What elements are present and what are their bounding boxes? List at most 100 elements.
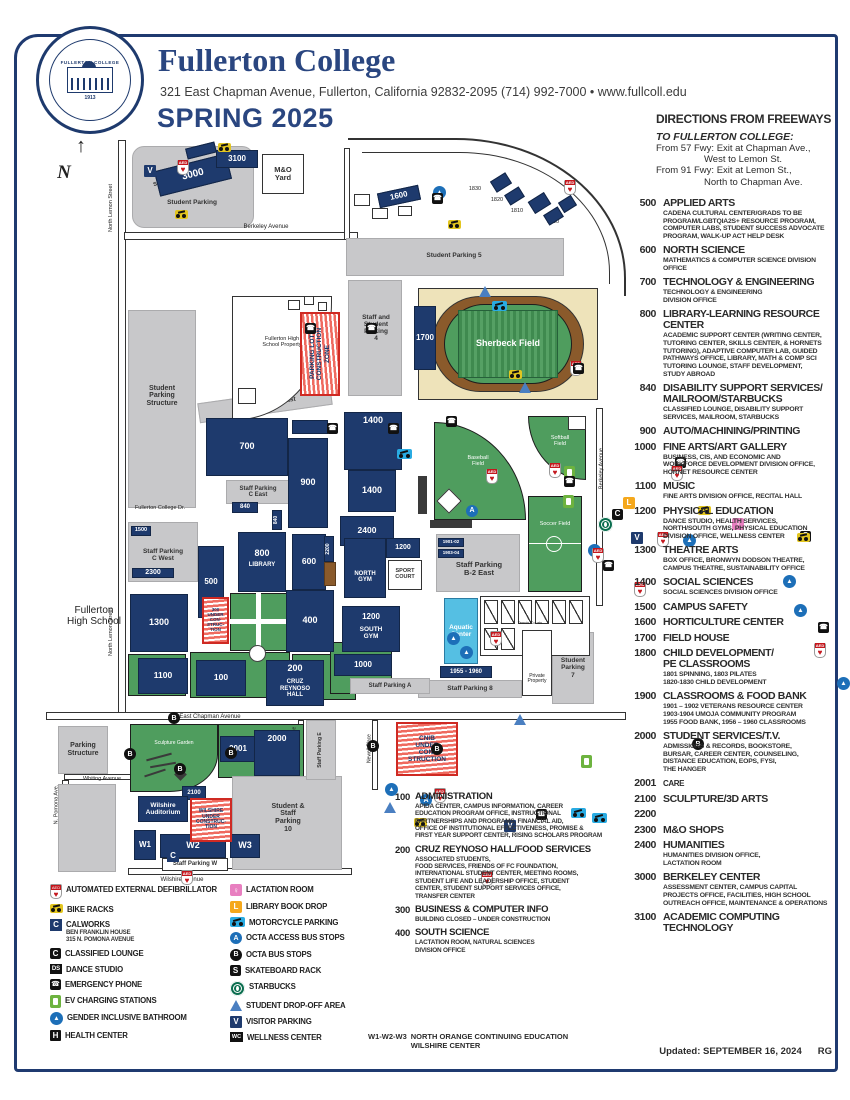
aed-icon bbox=[549, 462, 561, 478]
parking-structure-south: Parking Structure bbox=[58, 726, 108, 774]
note-number: 300 bbox=[395, 904, 410, 916]
directory-number: 2400 bbox=[634, 839, 656, 852]
wc-icon bbox=[230, 1032, 243, 1043]
note-name: SOUTH SCIENCE bbox=[415, 927, 490, 939]
directory-detail: ADMISSIONS & RECORDS, BOOKSTORE, BURSAR,… bbox=[663, 742, 799, 774]
classified-lounge-icon bbox=[612, 508, 623, 520]
building-2300: 2300 bbox=[132, 568, 174, 578]
directory-name: TECHNOLOGY & ENGINEERING bbox=[663, 276, 815, 289]
octa-bus-stop-icon bbox=[174, 763, 186, 776]
legend-label: OCTA BUS STOPS bbox=[246, 949, 312, 959]
lactation-room-icon bbox=[732, 518, 744, 531]
softball-notch bbox=[568, 416, 586, 430]
legend-sublabel: BEN FRANKLIN HOUSE 315 N. POMONA AVENUE bbox=[66, 929, 135, 943]
directory-detail: SOCIAL SCIENCES DIVISION OFFICE bbox=[663, 589, 778, 597]
directory-number: 1800 bbox=[634, 647, 656, 660]
berkeley-avenue-label: Berkeley Avenue bbox=[243, 224, 289, 231]
gender-inclusive-bathroom-icon bbox=[385, 782, 398, 796]
building-1200-north-wing: 1200 bbox=[386, 538, 420, 558]
label-1820: 1820 bbox=[490, 197, 504, 204]
quad-path-v bbox=[256, 593, 261, 651]
directory-name: AUTO/MACHINING/PRINTING bbox=[663, 425, 801, 438]
private-property bbox=[522, 630, 552, 696]
building-200-label: 200 bbox=[287, 663, 303, 674]
building-1200-south-gym bbox=[342, 606, 400, 652]
emergency-phone-icon bbox=[327, 423, 338, 434]
emergency-phone-icon bbox=[536, 808, 547, 820]
emergency-phone-icon bbox=[446, 416, 457, 427]
directory-entry-2200: 2200 bbox=[626, 809, 836, 820]
legend-item: WELLNESS CENTER bbox=[230, 1032, 388, 1043]
college-seal-inner: FULLERTON COLLEGE 1913 bbox=[49, 39, 131, 121]
ds-icon bbox=[50, 963, 62, 974]
directions-line: West to Lemon St. bbox=[704, 154, 782, 166]
legend-label: STARBUCKS bbox=[249, 981, 296, 991]
aed-icon bbox=[486, 468, 498, 484]
building-300-construction: 300 UNDER CON- STRUC- TION bbox=[202, 597, 229, 644]
directory-name: CHILD DEVELOPMENT/ PE CLASSROOMS bbox=[663, 647, 774, 671]
north-gym-label: NORTH GYM bbox=[354, 570, 376, 583]
legend-item: LACTATION ROOM bbox=[230, 884, 388, 896]
directory-name: M&O SHOPS bbox=[663, 823, 724, 836]
directory-name: HUMANITIES bbox=[663, 839, 725, 852]
aed-icon bbox=[50, 884, 62, 899]
directory-number: 500 bbox=[639, 196, 657, 209]
octa-bus-stop-icon bbox=[367, 740, 379, 753]
bike-racks-icon bbox=[414, 817, 427, 827]
aed-icon bbox=[177, 159, 189, 175]
directory-number: 600 bbox=[639, 244, 657, 257]
directions-line: From 91 Fwy: Exit at Lemon St., bbox=[656, 165, 792, 177]
emergency-phone-icon bbox=[675, 457, 686, 468]
directions-line: North to Chapman Ave. bbox=[704, 176, 803, 188]
east-chapman-avenue-label: East Chapman Avenue bbox=[179, 713, 241, 720]
directory-number: 1500 bbox=[634, 600, 656, 613]
bike-racks-icon bbox=[509, 370, 522, 379]
directory-number: 1600 bbox=[634, 616, 656, 629]
emergency-phone-icon bbox=[366, 323, 377, 334]
aed-icon bbox=[814, 642, 826, 658]
fullerton-high-school-label: Fullerton High School bbox=[67, 605, 121, 627]
skate-icon bbox=[230, 965, 241, 977]
octa-bus-stop-icon bbox=[692, 738, 704, 751]
parking-structure-south-2 bbox=[58, 784, 116, 872]
directory-name: THEATRE ARTS bbox=[663, 544, 739, 557]
soccer-center-circle bbox=[546, 536, 562, 552]
student-dropoff-icon bbox=[519, 382, 531, 393]
note-name: ADMINISTRATION bbox=[415, 791, 493, 802]
staff-parking-a: Staff Parking A bbox=[350, 678, 430, 694]
student-dropoff-icon bbox=[514, 713, 526, 725]
soccer-center-line bbox=[529, 543, 581, 544]
aed-icon bbox=[434, 788, 446, 803]
fhs-shed4 bbox=[318, 302, 327, 311]
building-900: 900 bbox=[288, 438, 328, 528]
south-gym-label: SOUTH GYM bbox=[359, 625, 383, 640]
building-800-label: 800 bbox=[254, 547, 270, 558]
legend-label: STUDENT DROP-OFF AREA bbox=[246, 1001, 346, 1011]
gender-inclusive-bathroom-icon bbox=[837, 677, 850, 690]
directory-number: 1300 bbox=[634, 544, 656, 557]
library-label: LIBRARY bbox=[248, 561, 276, 568]
legend-item: HEALTH CENTER bbox=[50, 1029, 222, 1041]
building-1000: 1000 bbox=[334, 654, 392, 676]
directory-number: 840 bbox=[639, 382, 657, 395]
emergency-phone-icon bbox=[818, 622, 829, 633]
legend-label: WELLNESS CENTER bbox=[247, 1033, 322, 1043]
building-700: 700 bbox=[206, 418, 288, 476]
octa-bus-stop-icon bbox=[168, 712, 180, 725]
staff-parking-c-west-label: Staff Parking C West bbox=[142, 547, 184, 562]
cl-icon bbox=[50, 948, 61, 960]
building-w1: W1 bbox=[134, 830, 156, 860]
directory-number: 1900 bbox=[634, 690, 656, 703]
emergency-phone-icon bbox=[305, 323, 316, 334]
legend-label: DANCE STUDIO bbox=[66, 964, 123, 974]
